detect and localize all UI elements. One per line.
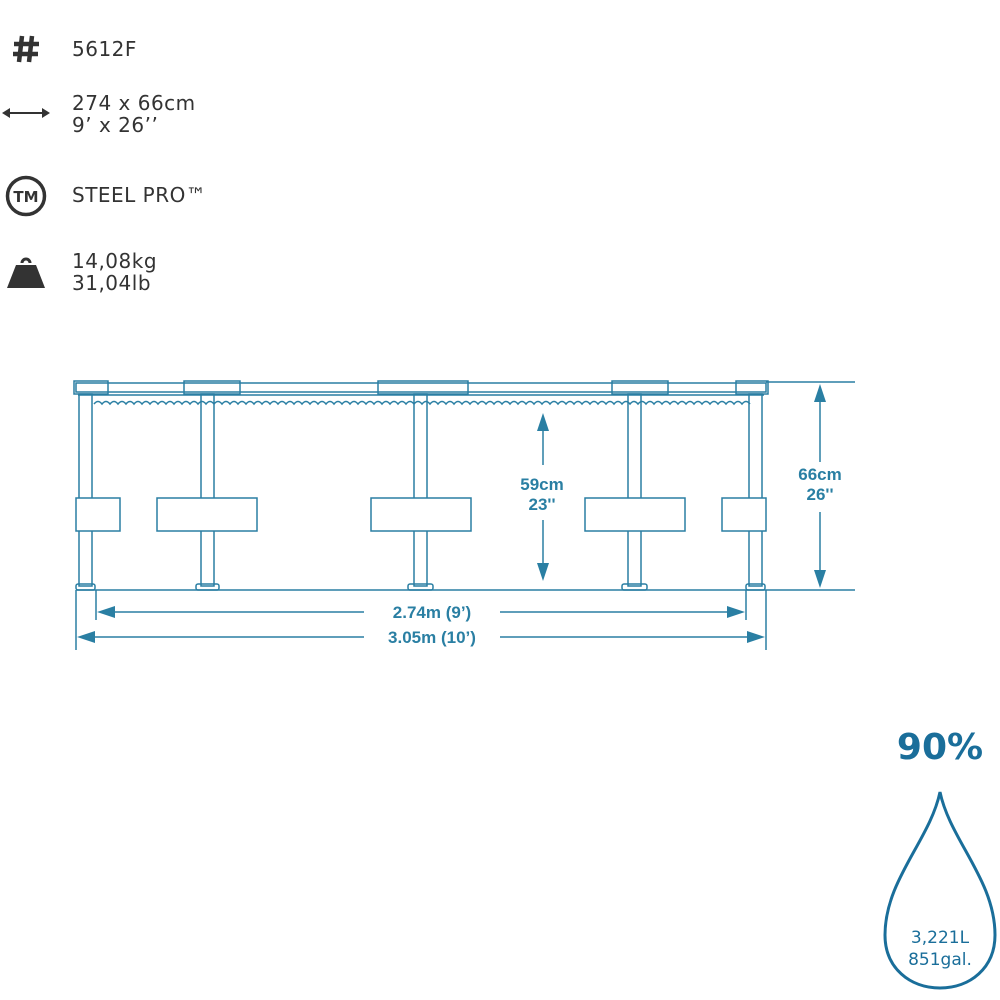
trademark-icon-text: TM: [13, 188, 38, 206]
water-depth-imperial: 23'': [529, 495, 556, 514]
leg: [413, 393, 428, 587]
leg: [200, 393, 215, 587]
arrow-head-left: [97, 606, 115, 618]
spec-weight: 14,08kg 31,04lb: [0, 248, 300, 298]
inner-width-label: 2.74m (9’): [393, 603, 471, 622]
arrow-head-right: [727, 606, 745, 618]
leg: [748, 393, 763, 587]
pool-frame: [73, 380, 769, 591]
model-number: 5612F: [72, 37, 137, 61]
leg-strap: [584, 497, 686, 532]
leg: [78, 393, 93, 587]
water-drop-icon: [883, 791, 997, 990]
pool-height-metric: 66cm: [798, 465, 841, 484]
fill-percent: 90%: [896, 727, 984, 768]
arrow-head-up: [537, 413, 549, 431]
leg-foot: [407, 583, 434, 591]
double-arrow-icon: [0, 106, 52, 120]
leg-foot: [621, 583, 648, 591]
pool-height-imperial: 26'': [807, 485, 834, 504]
leg-strap: [370, 497, 472, 532]
outer-width-label: 3.05m (10’): [388, 628, 476, 647]
size-imperial: 9’ x 26’’: [72, 113, 159, 137]
water-surface: [93, 400, 751, 406]
weight-kg: 14,08kg: [72, 249, 158, 273]
arrow-head-down: [814, 570, 826, 588]
size-metric: 274 x 66cm: [72, 91, 196, 115]
arrow-head-left: [77, 631, 95, 643]
top-rail: [75, 382, 767, 393]
arrow-head-up: [814, 384, 826, 402]
dimension-lines: [75, 381, 855, 650]
leg: [627, 393, 642, 587]
capacity-gallons: 851gal.: [908, 950, 972, 970]
hash-icon: [0, 34, 52, 64]
leg-foot: [195, 583, 220, 591]
leg-strap: [721, 497, 767, 532]
water-depth-metric: 59cm: [520, 475, 563, 494]
weight-lb: 31,04lb: [72, 271, 152, 295]
brand-name: STEEL PRO™: [72, 183, 207, 207]
arrow-head-right: [747, 631, 765, 643]
leg-strap: [156, 497, 258, 532]
spec-size: 274 x 66cm 9’ x 26’’: [0, 90, 300, 140]
weight-icon: [0, 254, 52, 290]
spec-brand: TM STEEL PRO™: [0, 172, 300, 220]
leg-strap: [75, 497, 121, 532]
arrow-head-down: [537, 563, 549, 581]
trademark-icon: TM: [0, 174, 52, 218]
spec-model: 5612F: [0, 30, 300, 70]
capacity-liters: 3,221L: [911, 928, 970, 948]
